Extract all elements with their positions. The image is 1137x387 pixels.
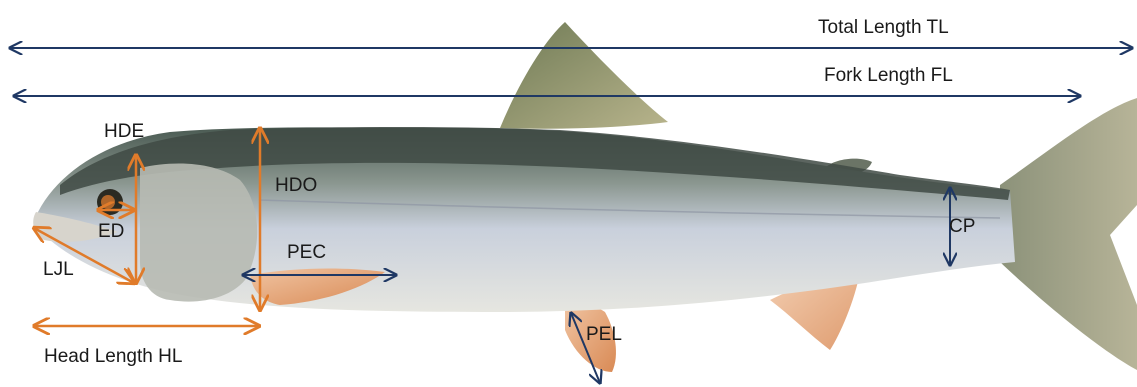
total-length-label: Total Length TL bbox=[818, 17, 949, 38]
dorsal-fin bbox=[500, 22, 668, 129]
caudal-fin bbox=[1000, 98, 1137, 370]
lower-jaw-length-label: LJL bbox=[43, 259, 74, 280]
fish-eye-iris bbox=[101, 195, 115, 209]
pectoral-fin-label: PEC bbox=[287, 242, 326, 263]
fork-length-label: Fork Length FL bbox=[824, 65, 953, 86]
fish-illustration bbox=[33, 22, 1137, 372]
gill-cover bbox=[140, 164, 257, 302]
head-depth-eye-label: HDE bbox=[104, 121, 144, 142]
head-length-label: Head Length HL bbox=[44, 346, 182, 367]
eye-diameter-label: ED bbox=[98, 221, 124, 242]
head-depth-operculum-label: HDO bbox=[275, 175, 317, 196]
pelvic-fin-label: PEL bbox=[586, 324, 622, 345]
caudal-peduncle-label: CP bbox=[949, 216, 975, 237]
